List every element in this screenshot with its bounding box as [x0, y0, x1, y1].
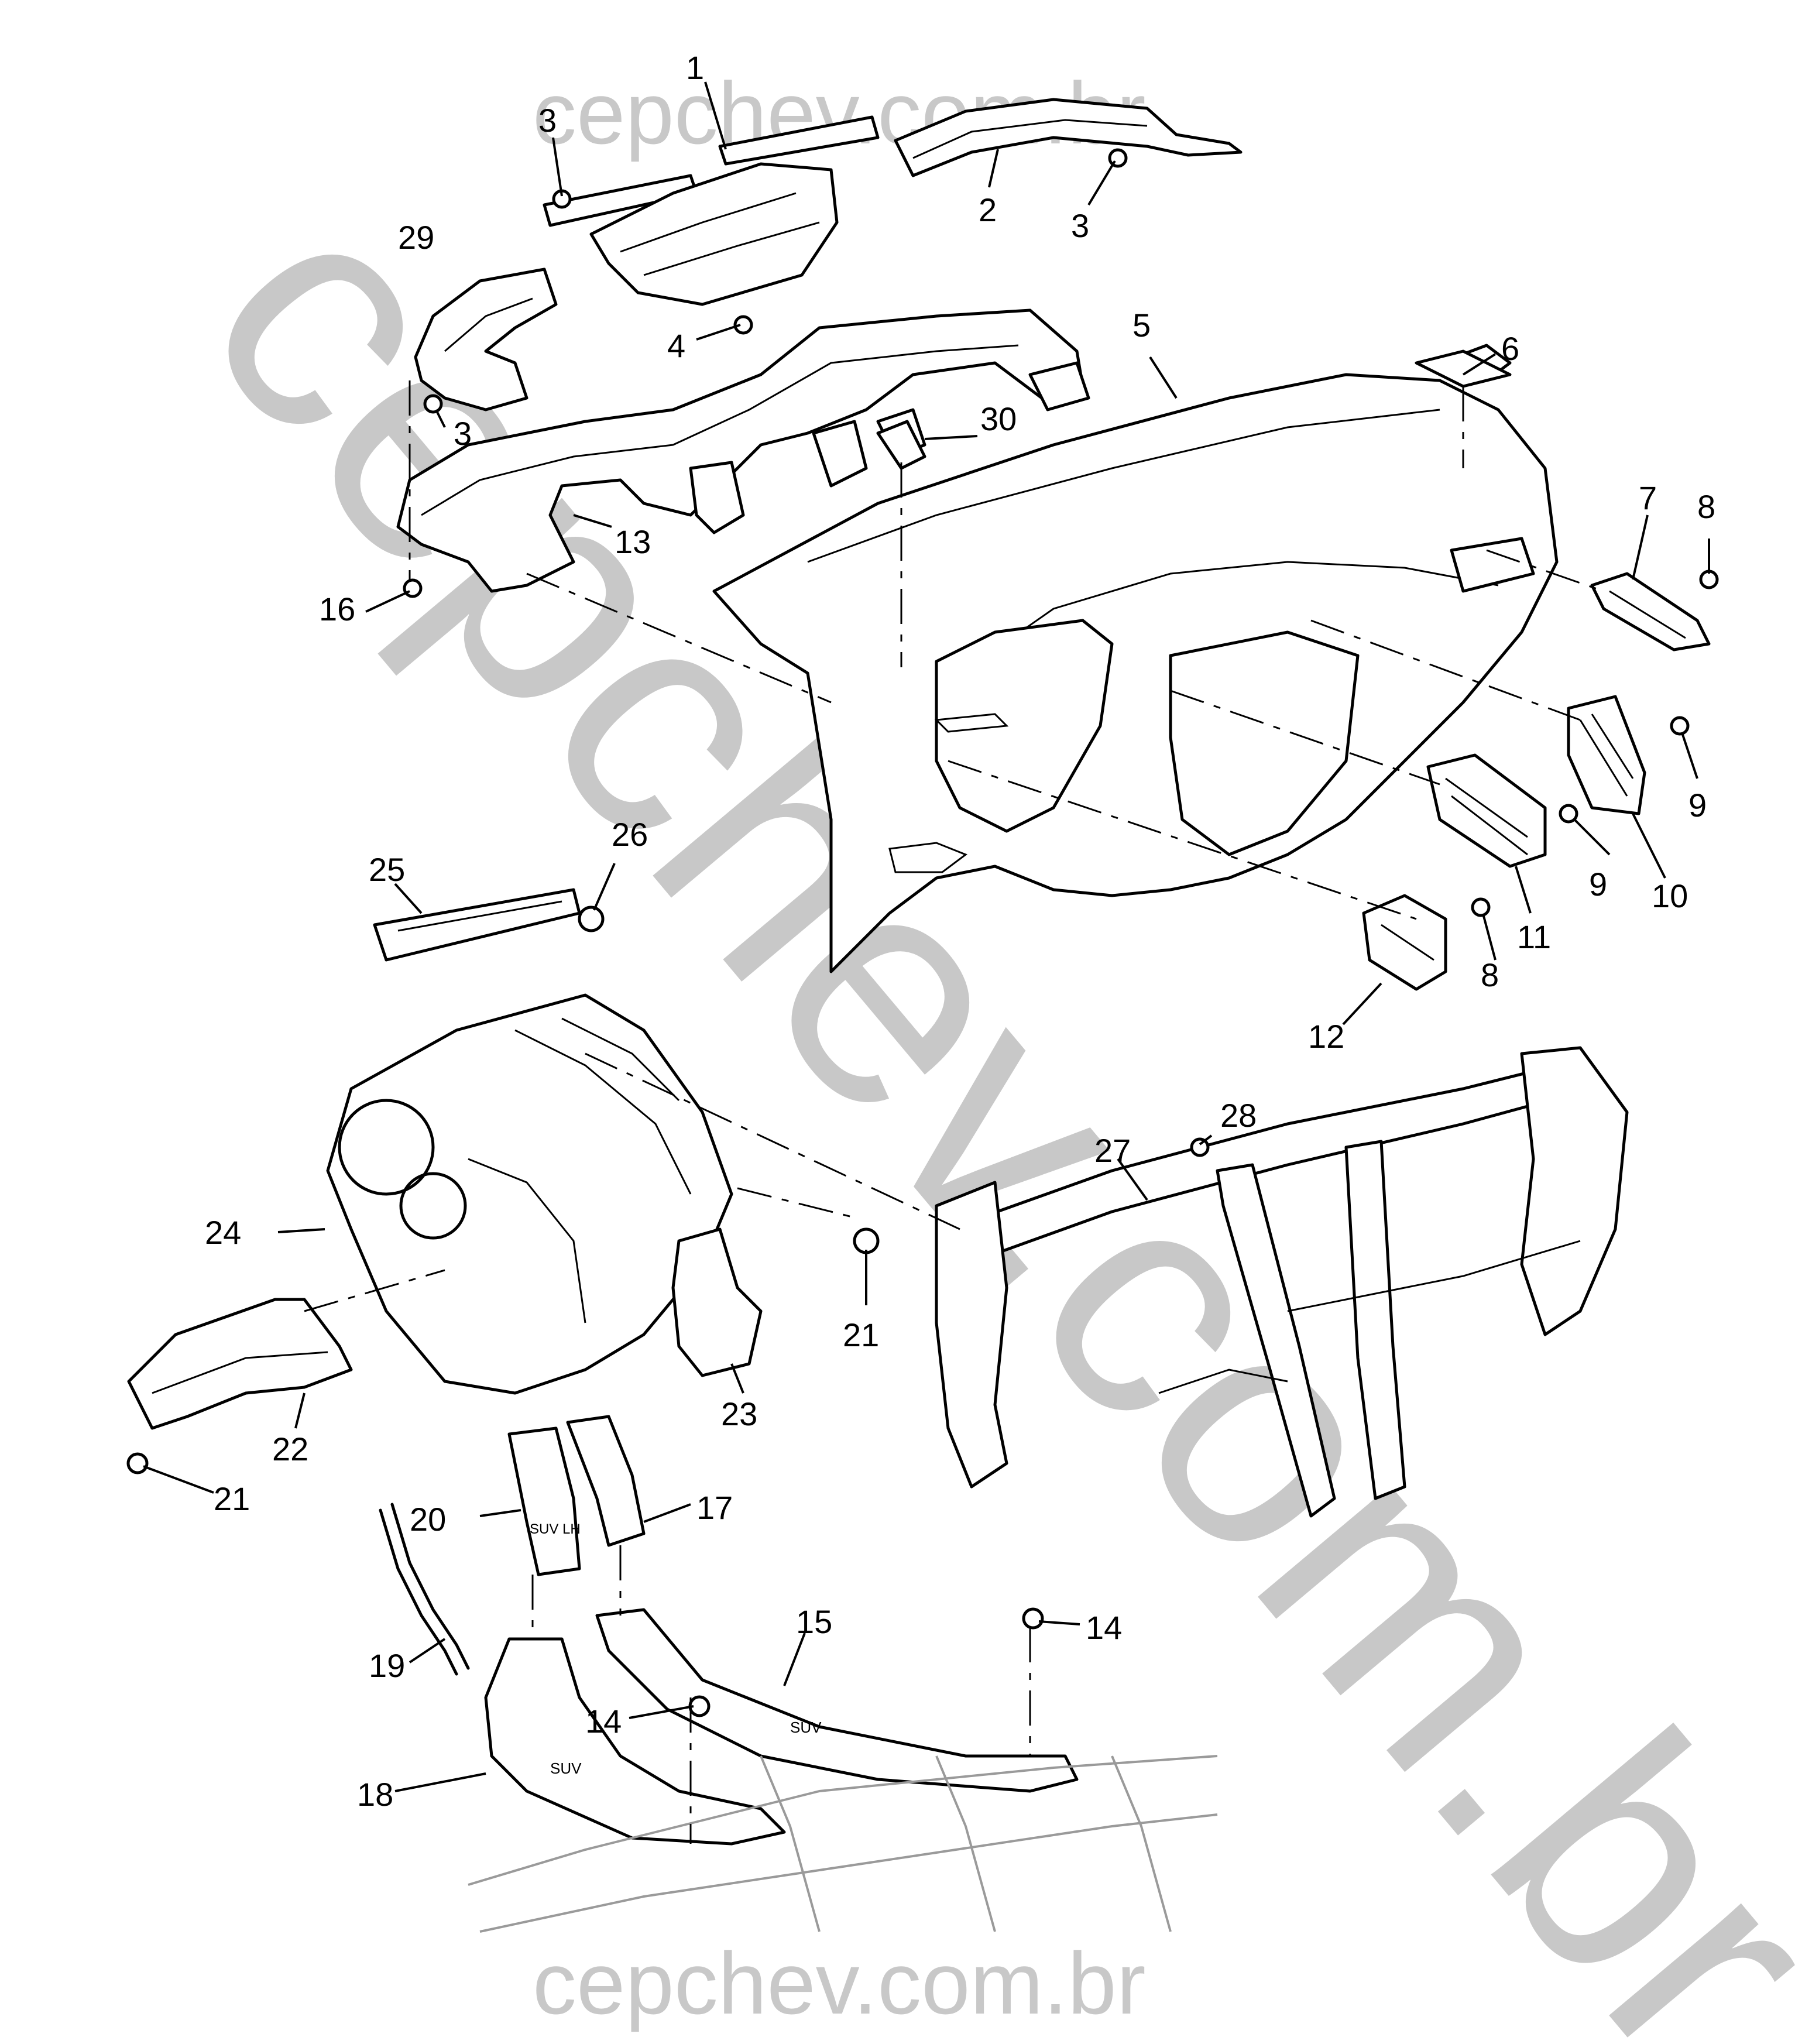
callout-17: 17 — [696, 1489, 733, 1526]
floor-duct-18: SUV — [484, 1637, 786, 1846]
watermark-bottom: cepchev.com.br — [533, 1934, 1146, 2032]
callout-10: 10 — [1652, 877, 1688, 914]
defroster-duct-center — [543, 115, 880, 306]
alignment-line-2 — [948, 760, 1417, 920]
callout-3-left: 3 — [454, 415, 472, 452]
callout-21-center: 21 — [843, 1316, 879, 1353]
alignment-line-7 — [737, 1187, 855, 1219]
duct-20-marking: SUV LH — [530, 1521, 581, 1537]
vent-30 — [876, 420, 926, 470]
duct-17 — [566, 1415, 646, 1547]
vehicle-floor — [468, 1755, 1218, 1933]
callout-12: 12 — [1308, 1018, 1344, 1055]
callout-20: 20 — [410, 1501, 446, 1538]
callout-3-top-right: 3 — [1071, 207, 1089, 244]
callout-22: 22 — [272, 1431, 308, 1467]
alignment-line-4 — [1310, 619, 1581, 721]
instrument-panel-air-duct — [396, 308, 1090, 593]
hvac-module — [326, 888, 733, 1395]
callout-27: 27 — [1094, 1132, 1131, 1169]
callout-labels: 1 2 3 3 3 4 5 6 7 8 8 9 9 10 11 12 13 14… — [205, 49, 1715, 1813]
alignment-line-3 — [1170, 690, 1440, 786]
callout-23: 23 — [721, 1395, 757, 1432]
callout-25: 25 — [369, 851, 405, 888]
callout-3-top-left: 3 — [538, 102, 557, 139]
callout-13: 13 — [615, 523, 651, 560]
callout-29: 29 — [398, 219, 434, 256]
air-outlet-vent-right-center — [1567, 695, 1646, 815]
alignment-line-8 — [304, 1269, 445, 1312]
alignment-line-6 — [585, 1052, 960, 1230]
callout-2: 2 — [979, 191, 997, 228]
floor-duct-15: SUV — [595, 1608, 1079, 1793]
callout-8-upper: 8 — [1697, 488, 1715, 525]
alignment-line-1 — [526, 572, 832, 704]
callout-6: 6 — [1501, 330, 1519, 367]
duct-22 — [127, 1298, 353, 1430]
air-outlet-vent-left-side — [1362, 894, 1447, 991]
callout-14-left: 14 — [585, 1703, 622, 1740]
callout-14-right: 14 — [1086, 1609, 1122, 1646]
callout-5: 5 — [1132, 307, 1151, 344]
instrument-panel — [712, 344, 1559, 973]
callout-16: 16 — [319, 591, 355, 627]
cross-car-beam — [935, 1046, 1629, 1518]
duct-18-marking: SUV — [550, 1760, 582, 1777]
side-window-defroster-duct-left — [414, 267, 558, 411]
hose-19 — [379, 1503, 470, 1676]
callout-28: 28 — [1220, 1097, 1257, 1134]
callout-15: 15 — [796, 1603, 832, 1640]
callout-18: 18 — [357, 1776, 393, 1813]
leader-lines — [143, 81, 1710, 1792]
callout-1: 1 — [686, 49, 704, 86]
defroster-duct-right — [894, 98, 1243, 177]
callout-30: 30 — [980, 400, 1017, 437]
callout-19: 19 — [369, 1647, 405, 1684]
speaker-grille-6 — [1415, 349, 1512, 388]
air-outlet-vent-right-side — [1590, 572, 1711, 651]
air-outlet-vent-left-center — [1426, 753, 1547, 868]
callout-21-left: 21 — [214, 1480, 250, 1517]
callout-26: 26 — [612, 816, 648, 853]
callout-9-left: 9 — [1589, 866, 1607, 903]
callout-7: 7 — [1639, 479, 1657, 516]
callout-8-lower: 8 — [1481, 956, 1499, 993]
duct-23 — [671, 1227, 763, 1377]
callout-11: 11 — [1517, 918, 1551, 955]
callout-9-right: 9 — [1688, 787, 1707, 824]
duct-20: SUV LH — [507, 1426, 581, 1576]
callout-24: 24 — [205, 1214, 241, 1251]
duct-15-marking: SUV — [790, 1719, 822, 1736]
alignment-line-5 — [1486, 549, 1604, 592]
callout-4: 4 — [667, 327, 685, 364]
